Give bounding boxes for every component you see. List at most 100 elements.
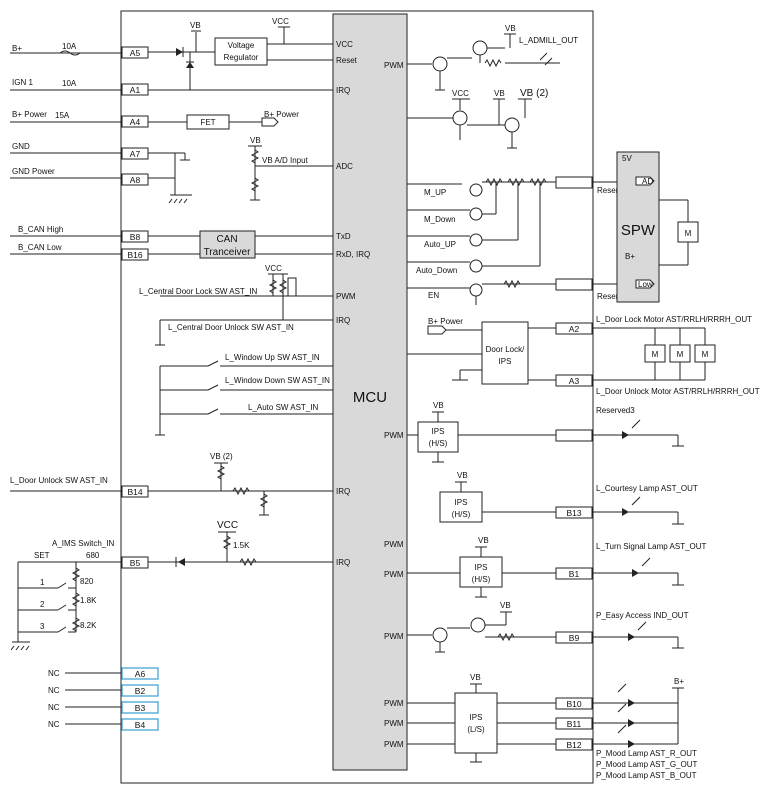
- svg-text:Auto_Down: Auto_Down: [416, 266, 457, 275]
- ad-input-label: VB A/D Input: [262, 156, 309, 165]
- label-mood-b: P_Mood Lamp AST_B_OUT: [596, 771, 697, 780]
- pin-b14: B14: [127, 487, 142, 497]
- svg-text:NC: NC: [48, 669, 60, 678]
- svg-text:NC: NC: [48, 686, 60, 695]
- label-door-lock-motor: L_Door Lock Motor AST/RRLH/RRRH_OUT: [596, 315, 752, 324]
- spw-motor-icon: M: [685, 229, 692, 238]
- svg-text:IPS: IPS: [470, 713, 483, 722]
- label-ims: A_IMS Switch_IN: [52, 539, 114, 548]
- label-central-unlock: L_Central Door Unlock SW AST_IN: [168, 323, 294, 332]
- voltage-regulator: [214, 37, 268, 66]
- pin-b5: B5: [130, 558, 141, 568]
- svg-text:Voltage: Voltage: [228, 41, 255, 50]
- pin-b8: B8: [130, 232, 141, 242]
- svg-text:VB: VB: [433, 401, 444, 410]
- pin-b1: B1: [569, 569, 580, 579]
- svg-text:VB: VB: [457, 471, 468, 480]
- signal-can-high: B_CAN High: [18, 225, 63, 234]
- ips-ls: [454, 692, 498, 754]
- pin-a1: A1: [130, 85, 141, 95]
- pin-a5: A5: [130, 48, 141, 58]
- fuse-label-1: 10A: [62, 42, 77, 51]
- svg-text:B+: B+: [674, 677, 684, 686]
- signal-bplus: B+: [12, 44, 22, 53]
- svg-text:VB: VB: [500, 601, 511, 610]
- pin-b3: B3: [135, 703, 146, 713]
- pin-b16: B16: [127, 250, 142, 260]
- motor-icon: M: [677, 350, 684, 359]
- svg-text:PWM: PWM: [336, 292, 356, 301]
- svg-text:VB: VB: [478, 536, 489, 545]
- svg-text:EN: EN: [428, 291, 439, 300]
- svg-text:Door Lock/: Door Lock/: [486, 345, 525, 354]
- svg-text:680: 680: [86, 551, 100, 560]
- svg-text:(H/S): (H/S): [472, 575, 491, 584]
- svg-text:(L/S): (L/S): [467, 725, 485, 734]
- signal-can-low: B_CAN Low: [18, 243, 62, 252]
- label-easy-access: P_Easy Access IND_OUT: [596, 611, 689, 620]
- signal-ign1: IGN 1: [12, 78, 33, 87]
- pin-b12: B12: [566, 740, 581, 750]
- can-transceiver: [199, 230, 256, 259]
- svg-text:RxD, IRQ: RxD, IRQ: [336, 250, 370, 259]
- motor-icon: M: [652, 350, 659, 359]
- svg-text:15A: 15A: [55, 111, 70, 120]
- svg-text:NC: NC: [48, 703, 60, 712]
- label-door-unlock-motor: L_Door Unlock Motor AST/RRLH/RRRH_OUT: [596, 387, 760, 396]
- pin-a2: A2: [569, 324, 580, 334]
- pin-a7: A7: [130, 149, 141, 159]
- svg-text:PWM: PWM: [384, 431, 404, 440]
- svg-text:B+ Power: B+ Power: [264, 110, 299, 119]
- spw-inputs: M_UP M_Down Auto_UP Auto_Down EN: [407, 177, 556, 305]
- svg-text:IPS: IPS: [432, 427, 445, 436]
- svg-text:2: 2: [40, 600, 45, 609]
- label-reserved3: Reserved3: [596, 406, 635, 415]
- svg-text:1: 1: [40, 578, 45, 587]
- svg-text:Regulator: Regulator: [224, 53, 259, 62]
- svg-text:VCC: VCC: [452, 89, 469, 98]
- svg-text:PWM: PWM: [384, 570, 404, 579]
- pin-a8: A8: [130, 175, 141, 185]
- svg-text:PWM: PWM: [384, 61, 404, 70]
- svg-text:VB: VB: [470, 673, 481, 682]
- label-courtesy: L_Courtesy Lamp AST_OUT: [596, 484, 698, 493]
- svg-text:TxD: TxD: [336, 232, 351, 241]
- svg-text:VCC: VCC: [265, 264, 282, 273]
- pin-b11: B11: [567, 719, 582, 729]
- svg-text:M_Down: M_Down: [424, 215, 456, 224]
- svg-text:1.8K: 1.8K: [80, 596, 97, 605]
- label-admill: L_ADMILL_OUT: [519, 36, 578, 45]
- svg-text:PWM: PWM: [384, 540, 404, 549]
- svg-text:3: 3: [40, 622, 45, 631]
- nc-pins: NC NC NC NC A6 B2 B3 B4: [48, 667, 159, 731]
- svg-text:820: 820: [80, 577, 94, 586]
- svg-text:B+: B+: [625, 252, 635, 261]
- svg-text:VB: VB: [505, 24, 516, 33]
- label-window-up: L_Window Up SW AST_IN: [225, 353, 320, 362]
- motor-icon: M: [702, 350, 709, 359]
- svg-text:IPS: IPS: [455, 498, 468, 507]
- svg-text:AD: AD: [642, 177, 653, 186]
- svg-text:(H/S): (H/S): [429, 439, 448, 448]
- signal-gnd: GND: [12, 142, 30, 151]
- pin-b4: B4: [135, 720, 146, 730]
- svg-text:ADC: ADC: [336, 162, 353, 171]
- signal-gnd-power: GND Power: [12, 167, 55, 176]
- svg-text:NC: NC: [48, 720, 60, 729]
- svg-text:VB (2): VB (2): [520, 88, 548, 99]
- door-lock-ips: [481, 321, 529, 385]
- svg-text:VCC: VCC: [217, 520, 238, 531]
- svg-text:8.2K: 8.2K: [80, 621, 97, 630]
- svg-text:IPS: IPS: [499, 357, 512, 366]
- svg-text:10A: 10A: [62, 79, 77, 88]
- svg-text:B+ Power: B+ Power: [428, 317, 463, 326]
- svg-text:5V: 5V: [622, 154, 632, 163]
- svg-text:Auto_UP: Auto_UP: [424, 240, 456, 249]
- label-auto-sw: L_Auto SW AST_IN: [248, 403, 318, 412]
- svg-text:IRQ: IRQ: [336, 558, 350, 567]
- svg-text:VB (2): VB (2): [210, 452, 233, 461]
- svg-text:IRQ: IRQ: [336, 487, 350, 496]
- svg-text:PWM: PWM: [384, 719, 404, 728]
- svg-text:IRQ: IRQ: [336, 86, 350, 95]
